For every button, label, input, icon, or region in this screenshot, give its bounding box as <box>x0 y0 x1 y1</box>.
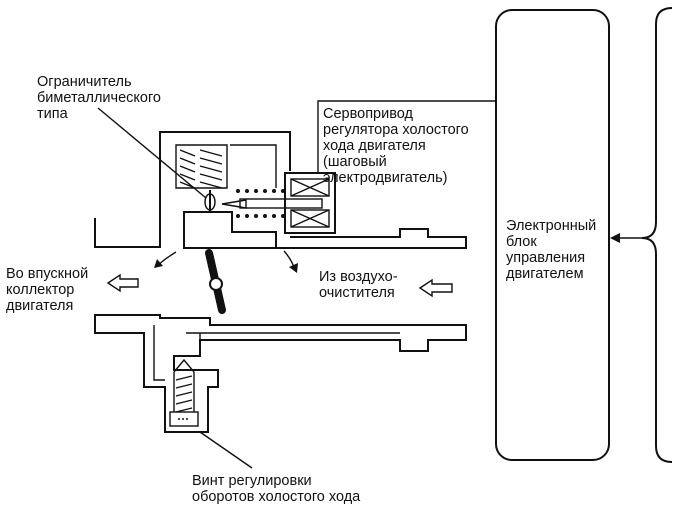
housing-lower <box>94 314 467 433</box>
screw-leader <box>199 431 253 469</box>
valve-body <box>183 211 277 249</box>
throttle-shaft <box>209 277 223 291</box>
stepper-coil-top <box>290 178 330 197</box>
label-idle-screw: Винт регулировки оборотов холостого хода <box>192 473 361 505</box>
ecu-block <box>495 9 610 461</box>
screw-thread <box>175 375 193 413</box>
air-inlet-arrow <box>418 278 453 298</box>
screw-head <box>169 411 199 427</box>
label-intake: Во впускной коллектор двигателя <box>6 266 92 314</box>
ecu-input-arrowhead <box>610 233 620 243</box>
shaft-arrow <box>221 199 247 209</box>
ecu-to-servo-wire <box>317 100 496 173</box>
label-air-cleaner: Из воздухо- очистителя <box>319 269 402 301</box>
label-ecu: Электронный блок управления двигателем <box>506 218 600 282</box>
intake-direction-arrow <box>106 273 139 293</box>
valve-chamber <box>230 144 277 188</box>
screw-body <box>173 372 195 412</box>
bypass-channel-left <box>153 325 165 381</box>
housing-upper-right <box>276 228 467 249</box>
bimetal-element <box>204 193 216 211</box>
flow-arrow-out <box>157 251 177 266</box>
screw-tip <box>173 358 195 373</box>
motor-shaft <box>239 198 323 209</box>
label-servo: Сервопривод регулятора холостого хода дв… <box>323 106 473 186</box>
coil-bottom-cross <box>290 209 330 228</box>
limiter-leader <box>97 107 207 199</box>
ecu-input-bracket <box>641 7 673 463</box>
stepper-coil-bottom <box>290 209 330 228</box>
label-limiter: Ограничитель биметаллического типа <box>37 74 165 122</box>
stepper-motor-case <box>284 172 336 234</box>
spring-left <box>179 149 196 189</box>
spring-right <box>199 149 223 189</box>
coil-top-cross <box>290 178 330 197</box>
housing-upper-left <box>94 131 291 248</box>
